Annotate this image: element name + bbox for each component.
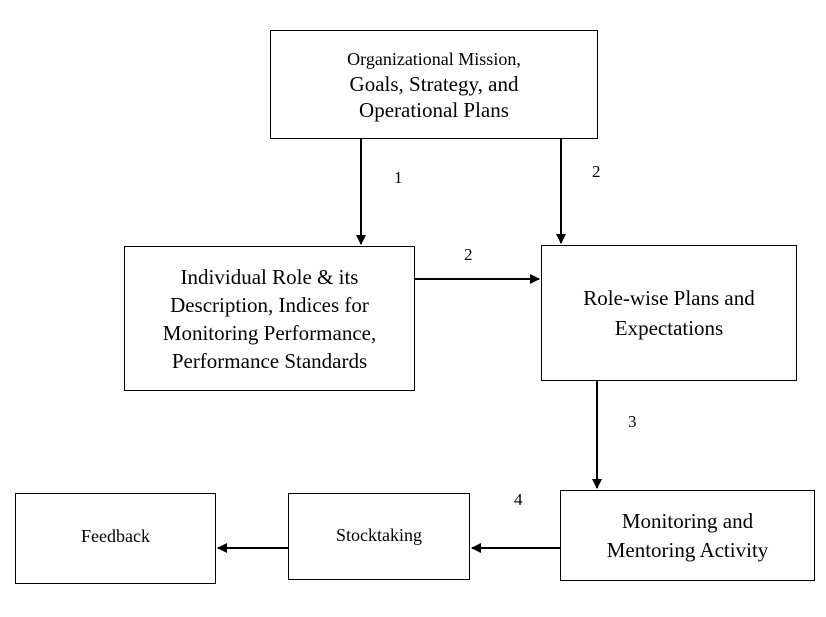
stocktaking-box: Stocktaking — [288, 493, 470, 580]
mission-line-2: Goals, Strategy, and — [349, 71, 519, 96]
plans-line-2: Expectations — [614, 316, 724, 340]
role-line-3: Monitoring Performance, — [162, 320, 377, 345]
arrow-label-3: 3 — [628, 412, 637, 431]
role-wise-plans-box: Role-wise Plans and Expectations — [541, 245, 797, 381]
role-line-4: Performance Standards — [171, 348, 368, 373]
arrow-label-4: 4 — [514, 490, 523, 509]
arrow-label-2-vertical: 2 — [592, 162, 601, 181]
monitoring-line-1: Monitoring and — [621, 508, 754, 533]
feedback-label: Feedback — [81, 525, 150, 546]
plans-line-1: Role-wise Plans and — [583, 286, 755, 310]
mission-line-1: Organizational Mission, — [347, 48, 521, 69]
monitoring-line-2: Mentoring Activity — [606, 537, 769, 562]
individual-role-box: Individual Role & its Description, Indic… — [124, 246, 415, 391]
monitoring-mentoring-box: Monitoring and Mentoring Activity — [560, 490, 815, 581]
arrow-label-2-horizontal: 2 — [464, 245, 473, 264]
mission-line-3: Operational Plans — [359, 97, 509, 122]
role-line-1: Individual Role & its — [180, 264, 359, 289]
organizational-mission-box: Organizational Mission, Goals, Strategy,… — [270, 30, 598, 139]
feedback-box: Feedback — [15, 493, 216, 584]
role-line-2: Description, Indices for — [170, 292, 369, 317]
arrow-label-1: 1 — [394, 168, 403, 187]
stocktaking-label: Stocktaking — [336, 524, 422, 545]
